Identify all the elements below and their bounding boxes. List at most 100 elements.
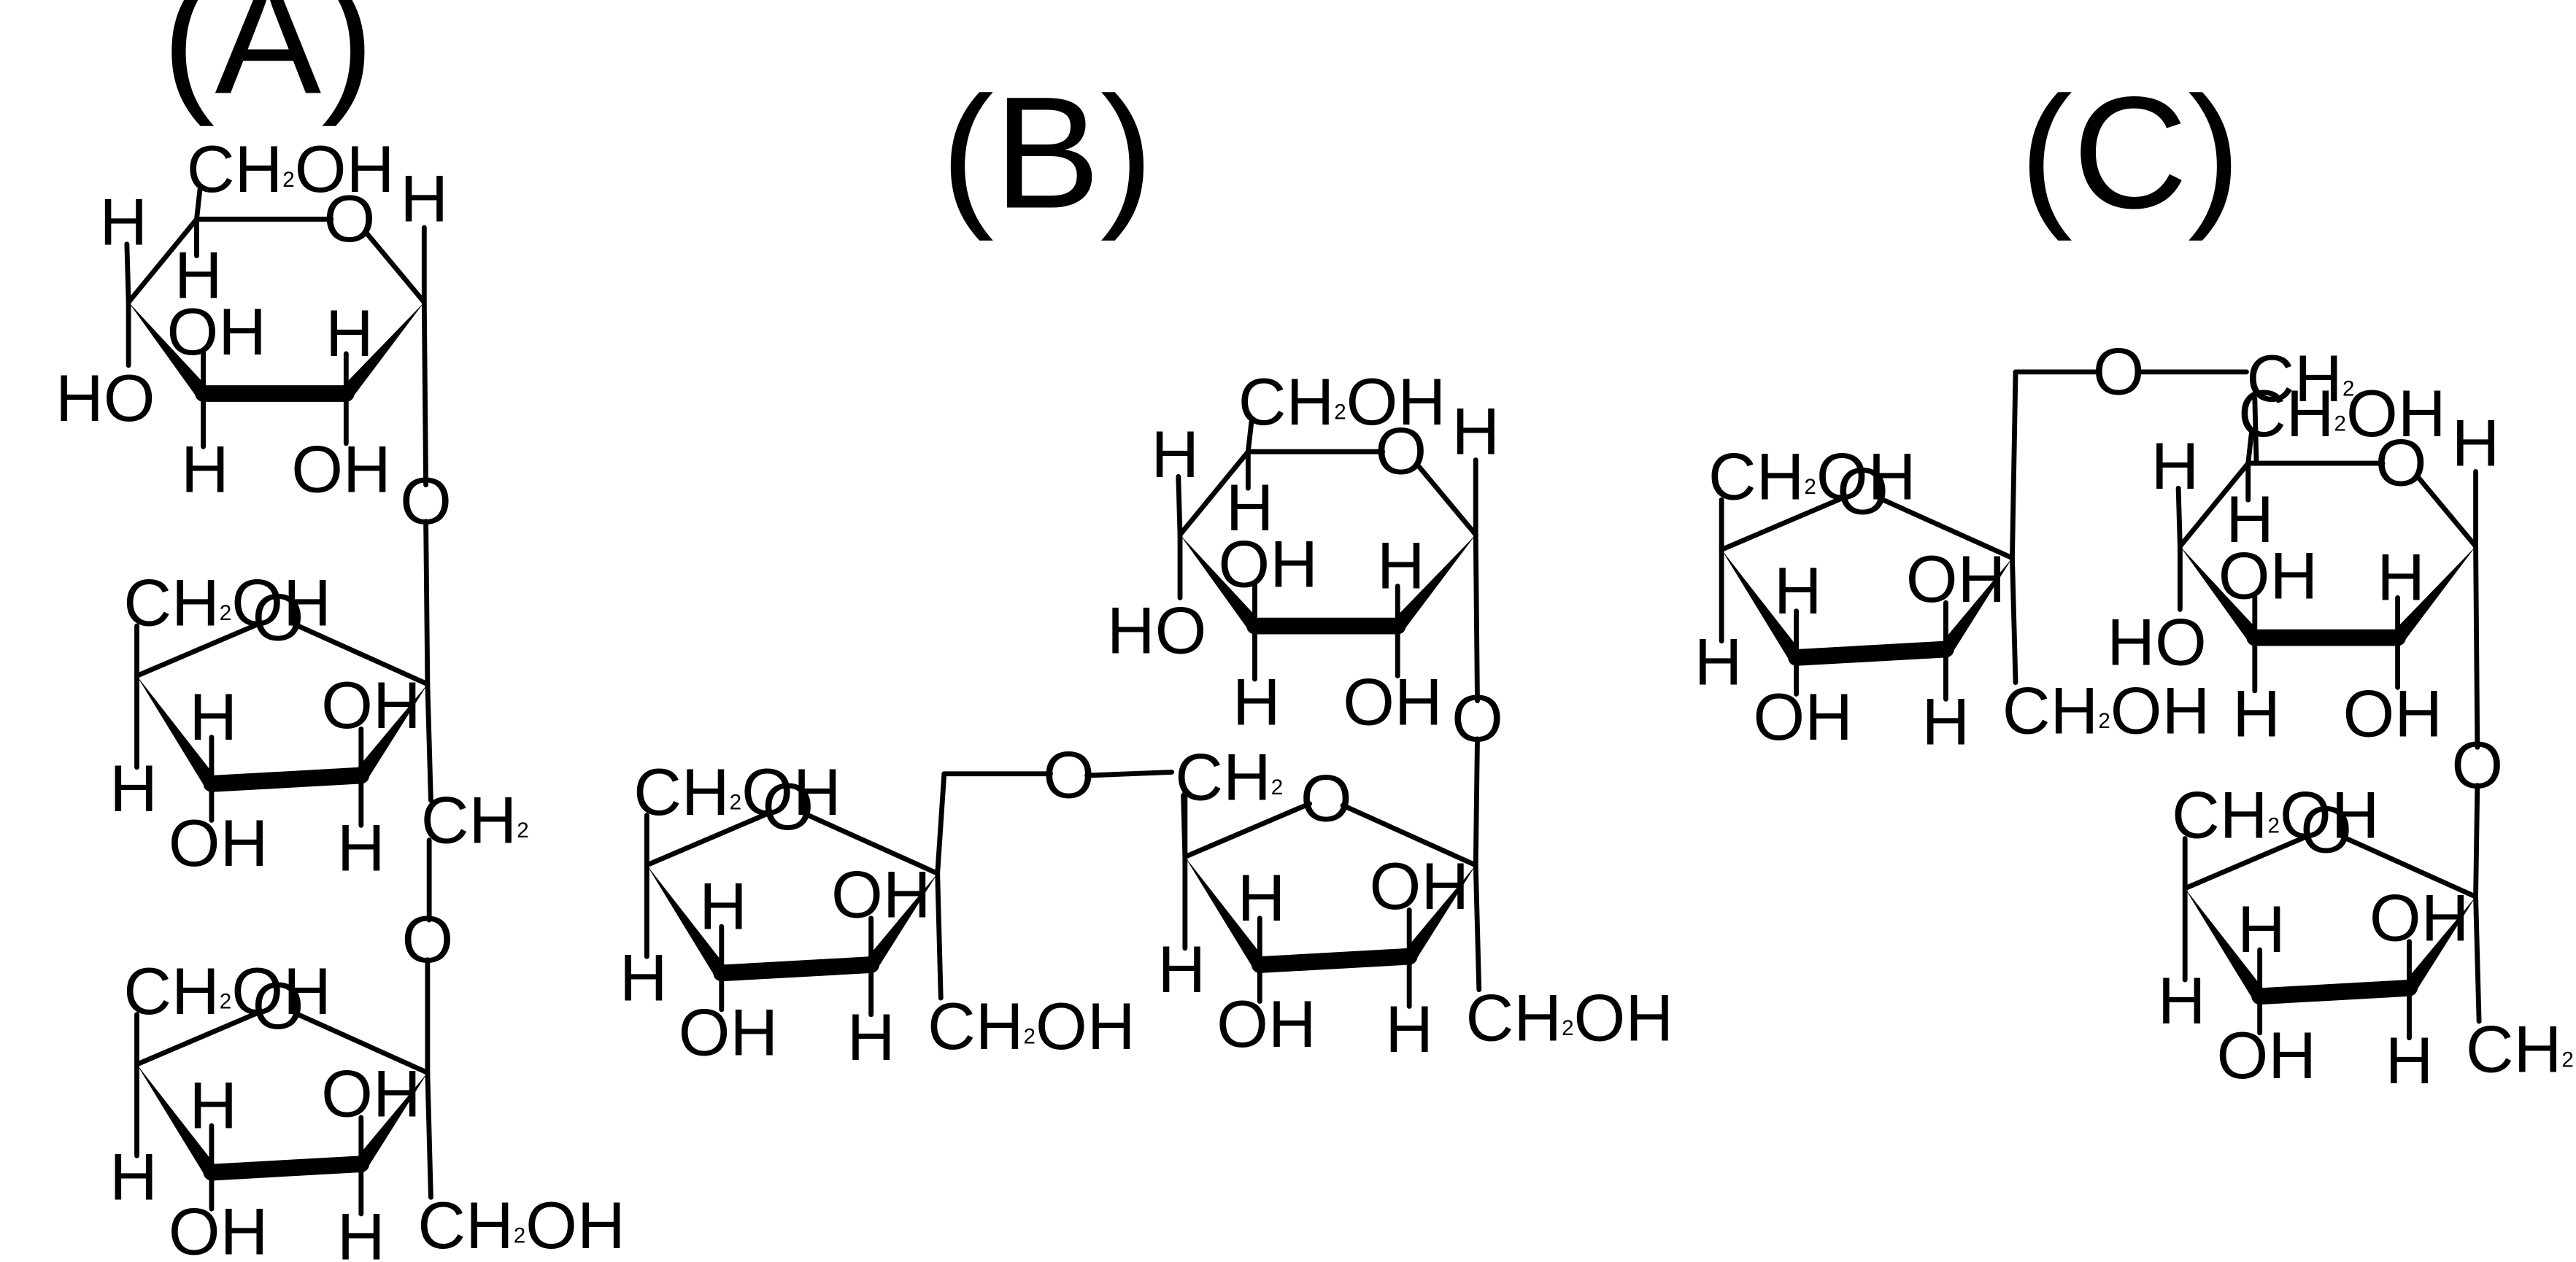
b-glucose-h-c4: H <box>1151 418 1199 492</box>
b-glucose-oh-c2: OH <box>1343 665 1443 739</box>
b-fructose-terminal-ring-bond-o-c2 <box>802 810 941 876</box>
b-glucose-h-c2: H <box>1377 530 1425 603</box>
a-glucose-bond-c5-ch2oh <box>194 187 203 222</box>
c-fructose-terminal-ring-oxygen: O <box>1837 454 1889 528</box>
a-fructose-2-ring-oxygen: O <box>252 969 304 1043</box>
a-glucose-ring-oxygen: O <box>323 182 375 256</box>
c-fructose-terminal-h-c4: H <box>1774 554 1822 628</box>
panel-label-3: (C) <box>2019 64 2240 242</box>
c-fructose-end-bond-c2-ch2oh <box>2473 894 2482 1024</box>
b-fructose-terminal-h-c5: H <box>620 941 668 1015</box>
panel-label-2: (B) <box>941 64 1153 242</box>
a-fructose-2-wedge-bond-c2-c3 <box>355 1072 428 1169</box>
c-glucose-oh-c2: OH <box>2342 677 2442 751</box>
c-fructose-terminal-wedge-bond-c2-c3 <box>1940 557 2013 654</box>
a-fructose-2-wedge-bond-c5-c4 <box>136 1064 218 1177</box>
c-glucose-h-c3: H <box>2232 677 2280 751</box>
a-fructose-2-ring-bond-o-c2 <box>292 1010 431 1075</box>
b-fructose-terminal-oh-c3: OH <box>831 858 931 932</box>
b-glucose-bond-c5-ch2oh <box>1245 419 1254 454</box>
b-glucose-h-c3: H <box>1233 665 1281 739</box>
b-fructose-terminal-ring-oxygen: O <box>762 770 814 844</box>
b-fructose-middle-h-c4: H <box>1238 862 1286 935</box>
b-fructose-middle-wedge-bond-c5-c4 <box>1184 856 1266 969</box>
c-glucose-h-c4: H <box>2151 430 2199 503</box>
c-fructose-end-oh-c3: OH <box>2369 881 2469 955</box>
c-fructose-terminal-wedge-bond-c5-c4 <box>1721 549 1802 662</box>
b-glucose-ring-bond-c4-c5 <box>1177 449 1251 538</box>
a-fructose-2-ring-bond-c5-o <box>134 1008 264 1067</box>
b-fructose-terminal-oh-c4: OH <box>679 996 779 1069</box>
a-fructose-2-h-c5: H <box>109 1140 158 1214</box>
c-glucose-bond-c4-h <box>2175 485 2183 549</box>
b-fructose-middle-ring-bond-c5-o <box>1182 801 1313 859</box>
c-glucose-oh-c4: HO <box>2107 605 2207 679</box>
c-fructose-terminal-ring-bond-c5-o <box>1719 494 1849 552</box>
c-glucose-h-c1: H <box>2452 406 2500 480</box>
c-glucose-h-c2: H <box>2377 541 2425 615</box>
a-bond-glc-c1-o <box>421 299 429 488</box>
b-fructose-terminal-bold-bond-c3-c4 <box>713 956 880 982</box>
a-bond-o-fru1-c2 <box>423 519 431 687</box>
b-fructose-middle-ch2oh-c1: CH2OH <box>1466 981 1674 1055</box>
a-glucose-h-c4: H <box>99 186 147 260</box>
a-ch2-bridge: CH2 <box>421 783 529 857</box>
c-fructose-end-h-c5: H <box>2158 964 2206 1038</box>
c-fructose-terminal-bold-bond-c3-c4 <box>1788 640 1954 666</box>
a-glucose-wedge-bond-c4-c3 <box>128 302 209 398</box>
b-glucose-h-c5: H <box>1226 471 1274 545</box>
c-fructose-end-ring-oxygen: O <box>2300 794 2352 867</box>
b-fructose-middle-wedge-bond-c2-c3 <box>1403 864 1476 961</box>
a-glucose-oh-c4: HO <box>55 362 155 435</box>
a-glucose-h-c3: H <box>181 433 229 507</box>
a-glucose-oh-c3: OH <box>166 295 266 369</box>
c-fructose-end-bold-bond-c3-c4 <box>2251 980 2418 1005</box>
c-fructose-end-ring-bond-c5-o <box>2182 832 2313 891</box>
c-fructose-end-ch2oh-c1: CH2OH <box>2466 1013 2576 1086</box>
c-fructose-terminal-bond-c2-ch2oh <box>2010 555 2018 685</box>
b-fructose-terminal-wedge-bond-c5-c4 <box>647 864 728 978</box>
a-fructose-2-bold-bond-c3-c4 <box>203 1155 370 1181</box>
a-glucose-ring-bond-o-c1 <box>363 230 427 305</box>
c-fructose-end-h-c3: H <box>2386 1024 2434 1098</box>
b-fructose-middle-bond-c2-ch2oh <box>1473 862 1482 993</box>
a-fructose-1-oh-c3: OH <box>321 669 421 743</box>
c-bridge-oxygen: O <box>2093 335 2145 409</box>
c-glucose-ring-bond-o-c1 <box>2415 473 2478 549</box>
b-glucose-ch2oh: CH2OH <box>1238 365 1446 438</box>
b-fructose-terminal-wedge-bond-c2-c3 <box>865 873 938 969</box>
a-fructose-1-wedge-bond-c2-c3 <box>355 684 428 781</box>
c-bond-ch2-c6 <box>2252 395 2259 466</box>
c-glucose-ring-bond-c4-c5 <box>2177 460 2251 549</box>
a-fructose-2-bond-c2-ch2oh <box>425 1070 433 1200</box>
a-glucose-h-c5: H <box>174 239 223 312</box>
b-ch2-bridge: CH2 <box>1175 740 1283 814</box>
b-fructose-middle-oh-c4: OH <box>1216 988 1316 1061</box>
a-fructose-1-oh-c4: OH <box>169 807 269 880</box>
c-fructose-terminal-h-c3: H <box>1922 686 1970 759</box>
a-fructose-2-h-c4: H <box>189 1069 237 1143</box>
b-fructose-middle-h-c3: H <box>1385 993 1433 1066</box>
a-fructose-2-oh-c4: OH <box>169 1196 269 1262</box>
panel-label-1: (A) <box>162 0 374 127</box>
a-bond-fru1-c2-ch2 <box>425 681 433 803</box>
c-fructose-end-h-c4: H <box>2237 893 2286 967</box>
c-glucose-bond-c5-ch2oh <box>2245 430 2254 466</box>
b-fructose-middle-ring-oxygen: O <box>1300 762 1352 835</box>
c-bond-terminal-c2-up <box>2010 369 2018 561</box>
b-glucose-ring-bond-o-c1 <box>1415 462 1478 538</box>
a-fructose-1-ch2oh-c6: CH2OH <box>123 566 331 640</box>
b-glucose-bond-c4-h <box>1176 473 1183 538</box>
a-fructose-1-ring-bond-c5-o <box>134 620 264 678</box>
c-fructose-terminal-oh-c4: OH <box>1753 681 1853 754</box>
c-glucose-h-c5: H <box>2226 483 2274 557</box>
a-glucose-h-c1: H <box>400 163 448 236</box>
b-bond-terminal-c2-up <box>935 771 947 876</box>
c-bond-glc-c1-o <box>2473 543 2480 750</box>
a-fructose-1-h-c3: H <box>337 812 385 886</box>
c-glucose-wedge-bond-c4-c3 <box>2180 546 2261 643</box>
molecule-drawing: (A)OCH2OHHHHOOHHHOHHOCH2OHHHOHOHHOCH2OHH… <box>55 0 2576 1262</box>
c-fructose-end-ch2oh-c6: CH2OH <box>2172 778 2380 852</box>
b-fructose-terminal-bond-c2-ch2oh <box>935 870 944 1001</box>
